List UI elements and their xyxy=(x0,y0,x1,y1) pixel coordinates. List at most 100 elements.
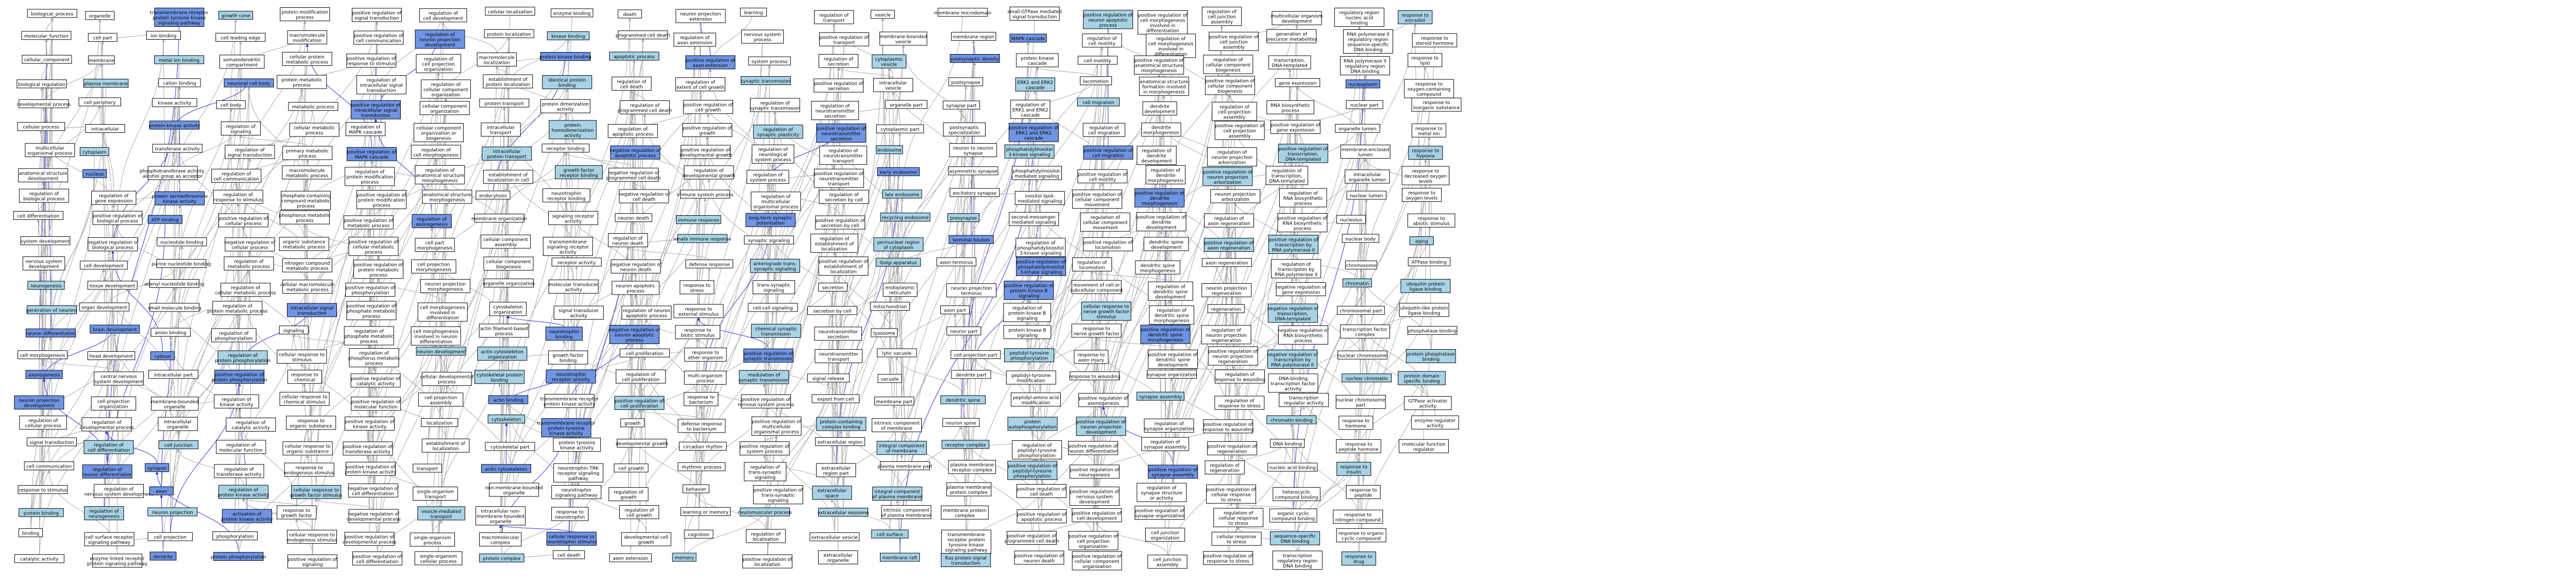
go-term-label: cellular process xyxy=(225,221,262,227)
go-term-label: somatodendritic xyxy=(223,58,261,63)
go-term-node: learning or memory xyxy=(681,507,731,516)
go-term-label: Ras protein signal xyxy=(945,556,987,561)
go-term-node: cognition xyxy=(684,529,714,539)
relation-edge xyxy=(1095,337,1173,350)
go-term-label: assembly xyxy=(1157,563,1179,568)
go-term-label: cell junction xyxy=(164,443,192,449)
go-term-label: cell projection xyxy=(422,62,455,67)
go-term-node: cell growth xyxy=(614,463,649,473)
go-term-label: transferase activity xyxy=(155,147,200,152)
go-term-label: membrane region xyxy=(953,35,995,40)
go-term-label: actin cytoskeleton xyxy=(485,467,527,472)
go-term-label: cellular response to xyxy=(285,444,331,450)
go-term-box xyxy=(92,211,143,225)
go-term-label: nitrogen compound xyxy=(284,261,330,266)
go-term-node: cell surface xyxy=(871,529,909,539)
go-term-label: development xyxy=(1158,363,1189,368)
go-term-label: membrane xyxy=(89,58,114,63)
go-term-label: establishment of xyxy=(426,441,465,446)
relation-edge xyxy=(1291,56,1365,472)
go-term-node: postsynapse xyxy=(948,77,984,87)
go-term-label: anatomical structure xyxy=(19,171,67,176)
go-term-node: nucleic acid binding xyxy=(1267,462,1318,472)
relation-edge xyxy=(834,237,899,477)
go-term-label: positive regulation of xyxy=(814,81,863,87)
go-term-label: positive regulation of xyxy=(1137,215,1186,220)
relation-edge xyxy=(1420,384,1428,397)
go-term-label: neuron projection xyxy=(152,510,193,516)
go-term-label: ATP binding xyxy=(151,218,179,223)
go-term-label: positive regulation of xyxy=(1141,328,1190,333)
go-term-box xyxy=(287,554,337,569)
go-term-label: to stress xyxy=(1228,521,1248,526)
go-term-label: synapse part xyxy=(946,104,977,109)
go-term-label: protein transport xyxy=(487,154,527,160)
relation-edge xyxy=(831,10,883,500)
go-term-label: single-organism xyxy=(420,554,457,559)
go-term-label: regulation of xyxy=(104,487,134,492)
go-term-node: purine nucleotide binding xyxy=(151,259,211,268)
go-term-label: cation binding xyxy=(163,81,196,87)
go-term-node: memory xyxy=(672,553,697,562)
go-term-label: activity xyxy=(1419,404,1437,409)
go-term-node: cation binding xyxy=(158,78,201,88)
go-term-label: binding xyxy=(1351,21,1368,26)
go-term-label: neurotransmitter xyxy=(821,131,861,136)
go-term-label: positive regulation of xyxy=(743,557,792,562)
go-term-label: response to xyxy=(1078,353,1105,358)
go-term-label: system process xyxy=(750,178,786,183)
go-term-label: vesicle xyxy=(881,62,897,67)
go-term-node: neuron spine xyxy=(942,418,980,427)
go-term-label: binding xyxy=(1422,357,1440,363)
go-term-label: morphogenesis xyxy=(422,178,458,183)
go-term-box xyxy=(216,100,246,109)
go-term-label: peptidyl-tyrosine xyxy=(1010,351,1049,356)
go-term-node: nucleolus xyxy=(1336,215,1366,224)
go-term-label: nuclear part xyxy=(1350,103,1379,108)
go-term-label: cellular component xyxy=(416,126,461,131)
relation-edge xyxy=(834,190,903,403)
go-term-label: organic substance xyxy=(283,240,326,245)
go-term-label: compound binding xyxy=(1272,517,1315,522)
go-term-box xyxy=(411,145,461,159)
go-term-node: protein localization xyxy=(484,29,534,38)
go-term-label: death xyxy=(623,12,636,18)
go-term-box xyxy=(224,78,274,88)
go-term-label: neuron differentiation xyxy=(25,332,76,337)
go-term-label: of plasma membrane xyxy=(882,513,931,518)
go-term-box xyxy=(421,438,470,453)
go-term-label: cellular localization xyxy=(488,10,533,15)
go-term-node: positive regulation ofphosphatidylinosit… xyxy=(1016,256,1066,276)
go-term-box xyxy=(18,168,69,182)
go-term-label: positive regulation of xyxy=(1078,172,1127,177)
go-term-label: establishment of xyxy=(489,173,528,178)
go-term-node: ATPase binding xyxy=(1408,257,1451,266)
go-term-box xyxy=(346,54,397,68)
go-term-label: nuclear lumen xyxy=(1350,194,1383,199)
go-term-label: to bacterium xyxy=(687,427,717,432)
go-term-label: non-membrane-bounded xyxy=(485,486,543,491)
go-term-label: complex xyxy=(955,513,975,519)
go-term-label: regulation of xyxy=(630,103,660,108)
go-term-node: developmental growth xyxy=(616,439,668,448)
go-term-label: cell proliferation xyxy=(626,351,664,356)
go-term-label: biological process xyxy=(97,219,139,224)
